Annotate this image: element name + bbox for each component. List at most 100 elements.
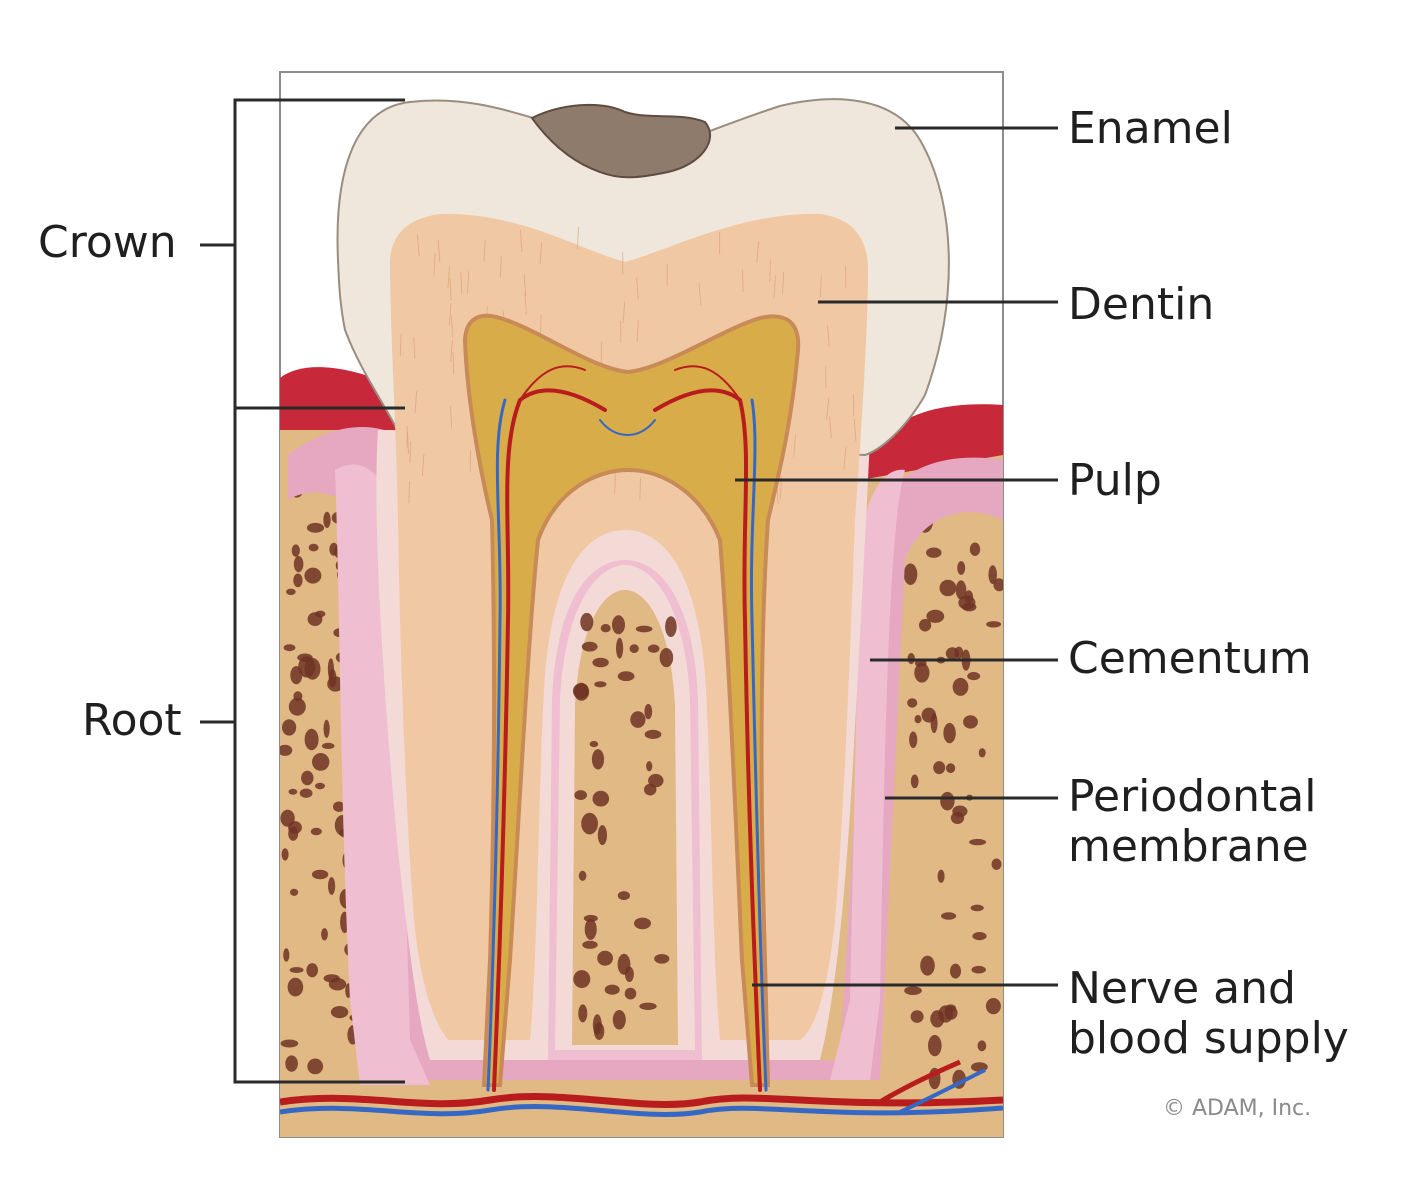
bone-pore [312,870,328,879]
bone-pore [971,905,984,912]
label-crown: Crown [38,218,177,268]
label-periodontal-line1: Periodontal [1068,772,1316,822]
bone-pore [907,698,917,707]
bone-pore [301,771,313,785]
bone-pore [284,644,296,651]
bone-pore [579,871,587,881]
bone-pore [597,951,613,966]
bone-pore [315,783,325,789]
bone-pore [300,789,313,798]
bone-pore [592,749,604,769]
bone-pore [331,1006,348,1018]
bone-pore [592,658,608,668]
bone-pore [289,789,298,795]
label-dentin: Dentin [1068,280,1214,330]
dentinal-tubule [615,472,616,494]
bone-pore [283,948,289,962]
bone-pore [581,813,598,835]
bone-pore [288,978,304,997]
label-enamel: Enamel [1068,104,1233,154]
bone-pore [957,561,965,575]
bone-pore [665,616,677,637]
bone-pore [282,848,289,860]
dentinal-tubule [770,259,771,281]
bone-pore [605,985,620,995]
bone-pore [920,956,935,976]
bone-pore [294,556,304,572]
bone-pore [909,732,917,749]
bone-pore [307,523,324,533]
label-cementum: Cementum [1068,634,1312,684]
bone-pore [286,589,296,595]
bone-pore [953,678,969,696]
bone-pore [919,619,931,632]
bone-pore [585,919,597,940]
bone-pore [582,642,598,652]
label-nerve-blood-supply: Nerve and blood supply [1068,964,1349,1064]
bone-pore [636,626,653,633]
bone-pore [322,743,335,749]
bone-pore [950,964,961,979]
label-pulp: Pulp [1068,456,1162,506]
bone-pore [971,1062,988,1072]
bone-pore [645,730,662,739]
bone-pore [590,741,598,747]
bone-pore [967,672,980,680]
bone-pore [904,986,922,995]
bone-pore [618,891,630,900]
bone-pore [933,761,945,774]
bone-pore [634,918,651,930]
bone-pore [582,941,597,949]
bone-pore [928,1035,942,1056]
bone-pore [630,644,639,653]
bone-pore [613,1010,626,1030]
bone-pore [938,1005,953,1022]
bone-pore [309,544,319,552]
bone-pore [963,715,978,728]
bone-pore [644,784,656,796]
bone-pore [282,719,296,735]
bone-pore [323,512,330,528]
bone-pore [328,877,335,895]
bone-pore [915,715,922,723]
bone-pore [952,806,967,818]
bone-pore [580,613,593,631]
bone-pore [573,683,589,699]
bone-pore [992,859,1002,870]
bone-pore [293,574,302,588]
bone-pore [290,889,298,896]
bone-pore [943,723,955,743]
dentinal-tubule [453,352,454,374]
bone-pore [938,870,945,883]
bone-pore [630,711,645,728]
bone-pore [573,970,590,988]
bone-pore [328,658,334,679]
bone-pore [321,928,328,940]
copyright-notice: © ADAM, Inc. [1163,1096,1311,1121]
bone-pore [288,821,302,834]
bone-pore [594,681,606,687]
bone-pore [308,612,323,626]
bone-pore [293,691,302,701]
bone-pore [986,621,1001,627]
bone-pore [593,791,610,807]
bone-pore [304,568,321,584]
bone-pore [660,648,674,667]
bone-pore [911,775,919,789]
bone-pore [329,978,346,990]
label-periodontal-membrane: Periodontal membrane [1068,772,1316,872]
bone-pore [954,647,963,659]
bone-pore [644,704,652,719]
bone-pore [979,748,986,757]
bone-pore [305,729,319,750]
bone-pore [625,967,634,982]
bone-pore [958,596,975,610]
bone-pore [648,645,660,653]
bone-pore [306,963,318,977]
bone-pore [292,544,300,556]
bone-pore [324,720,330,738]
bone-pore [904,563,918,585]
dentinal-tubule [409,481,410,503]
bone-pore [926,548,941,558]
